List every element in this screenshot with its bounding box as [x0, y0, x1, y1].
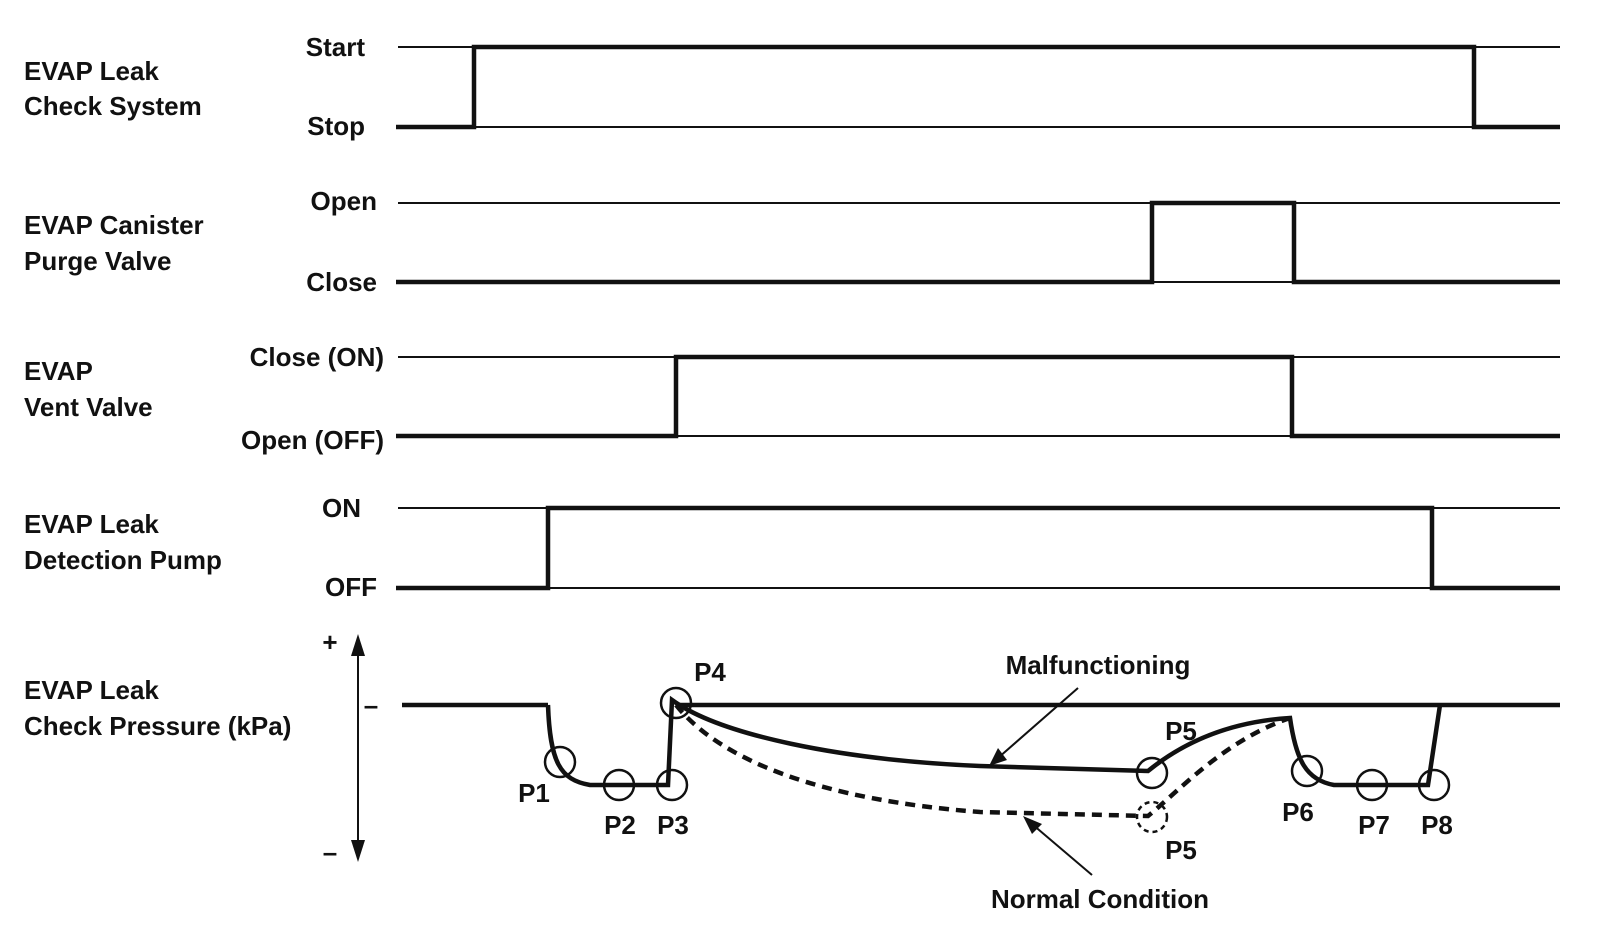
point-p3-marker	[655, 768, 689, 802]
point-p5-malfunction-label: P5	[1165, 716, 1197, 746]
purge-valve-open-label: Open	[311, 186, 377, 216]
pressure-axis-up-arrow	[351, 634, 365, 656]
point-p6-label: P6	[1282, 797, 1314, 827]
pressure-curve-malfunctioning	[545, 695, 1443, 788]
point-p4-marker	[659, 686, 693, 720]
signal-leak-check-system: EVAP Leak Check System Start Stop	[24, 32, 1560, 141]
point-p7-label: P7	[1358, 810, 1390, 840]
signal-vent-valve: EVAP Vent Valve Close (ON) Open (OFF)	[24, 342, 1560, 455]
signal-canister-purge-valve: EVAP Canister Purge Valve Open Close	[24, 186, 1560, 297]
pressure-axis-down-arrow	[351, 840, 365, 862]
point-p5-normal-marker	[1135, 800, 1169, 834]
pressure-curve-normal	[674, 703, 1291, 819]
point-p3-label: P3	[657, 810, 689, 840]
leak-check-system-start-label: Start	[306, 32, 366, 62]
purge-valve-close-label: Close	[306, 267, 377, 297]
normal-condition-leader-arrowhead	[1023, 816, 1042, 834]
point-p5-normal-label: P5	[1165, 835, 1197, 865]
point-p1-label: P1	[518, 778, 550, 808]
leak-check-system-waveform	[396, 44, 1560, 130]
pump-label-line2: Detection Pump	[24, 545, 222, 575]
point-p7-marker	[1355, 768, 1389, 802]
pump-off-label: OFF	[325, 572, 377, 602]
malfunctioning-annotation: Malfunctioning	[1006, 650, 1191, 680]
vent-valve-close-on-label: Close (ON)	[250, 342, 384, 372]
purge-valve-waveform	[396, 200, 1560, 285]
malfunctioning-leader-line	[997, 687, 1079, 759]
point-p2-label: P2	[604, 810, 636, 840]
signal-leak-detection-pump: EVAP Leak Detection Pump ON OFF	[24, 493, 1560, 602]
purge-valve-label-line1: EVAP Canister	[24, 210, 204, 240]
vent-valve-label-line2: Vent Valve	[24, 392, 153, 422]
leak-check-system-label-line2: Check System	[24, 91, 202, 121]
point-p1-marker	[543, 745, 577, 779]
point-p6-marker	[1290, 754, 1324, 788]
leak-check-system-stop-label: Stop	[307, 111, 365, 141]
pressure-label-line1: EVAP Leak	[24, 675, 159, 705]
pressure-plus-label: +	[322, 627, 337, 657]
point-p8-marker	[1417, 768, 1451, 802]
purge-valve-label-line2: Purge Valve	[24, 246, 171, 276]
leak-check-system-label-line1: EVAP Leak	[24, 56, 159, 86]
pump-label-line1: EVAP Leak	[24, 509, 159, 539]
point-p8-label: P8	[1421, 810, 1453, 840]
vent-valve-waveform	[396, 354, 1560, 439]
vent-valve-open-off-label: Open (OFF)	[241, 425, 384, 455]
signal-leak-check-pressure: EVAP Leak Check Pressure (kPa) + – – P1 …	[24, 627, 1560, 914]
point-p4-label: P4	[694, 657, 726, 687]
vent-valve-label-line1: EVAP	[24, 356, 93, 386]
malfunctioning-leader-arrowhead	[989, 748, 1007, 766]
normal-condition-annotation: Normal Condition	[991, 884, 1209, 914]
pump-waveform	[396, 505, 1560, 591]
pressure-label-line2: Check Pressure (kPa)	[24, 711, 291, 741]
pressure-minus-label: –	[323, 837, 337, 867]
pump-on-label: ON	[322, 493, 361, 523]
normal-condition-leader-line	[1031, 823, 1093, 876]
pressure-zero-tick: –	[364, 690, 378, 720]
point-p5-malfunction-marker	[1135, 756, 1169, 790]
point-p2-marker	[602, 768, 636, 802]
